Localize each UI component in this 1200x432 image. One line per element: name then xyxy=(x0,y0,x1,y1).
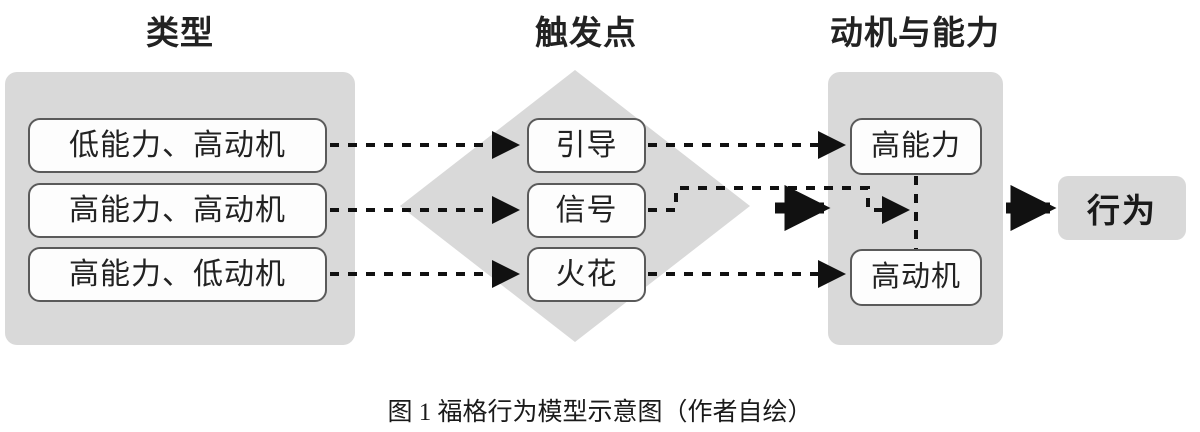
type-item-0[interactable]: 低能力、高动机 xyxy=(28,118,327,173)
motivation-item-0[interactable]: 高能力 xyxy=(850,118,982,175)
column-title-motivation-ability: 动机与能力 xyxy=(830,14,1000,51)
trigger-item-1[interactable]: 信号 xyxy=(527,183,646,238)
outcome-behavior-label: 行为 xyxy=(1087,192,1157,229)
motivation-item-1-label: 高动机 xyxy=(870,261,961,293)
trigger-item-1-label: 信号 xyxy=(555,193,618,227)
trigger-item-2[interactable]: 火花 xyxy=(527,247,646,302)
trigger-item-0-label: 引导 xyxy=(555,128,618,162)
trigger-item-0[interactable]: 引导 xyxy=(527,118,646,173)
trigger-item-2-label: 火花 xyxy=(555,257,618,291)
type-item-1[interactable]: 高能力、高动机 xyxy=(28,183,327,238)
column-title-trigger: 触发点 xyxy=(535,14,637,51)
outcome-behavior-box[interactable]: 行为 xyxy=(1058,176,1186,240)
type-item-0-label: 低能力、高动机 xyxy=(69,128,286,162)
motivation-item-1[interactable]: 高动机 xyxy=(850,249,982,306)
type-item-2-label: 高能力、低动机 xyxy=(69,257,286,291)
type-item-1-label: 高能力、高动机 xyxy=(69,193,286,227)
motivation-item-0-label: 高能力 xyxy=(870,130,961,162)
type-item-2[interactable]: 高能力、低动机 xyxy=(28,247,327,302)
column-title-type: 类型 xyxy=(146,14,214,51)
figure-caption: 图 1 福格行为模型示意图（作者自绘） xyxy=(387,399,813,426)
